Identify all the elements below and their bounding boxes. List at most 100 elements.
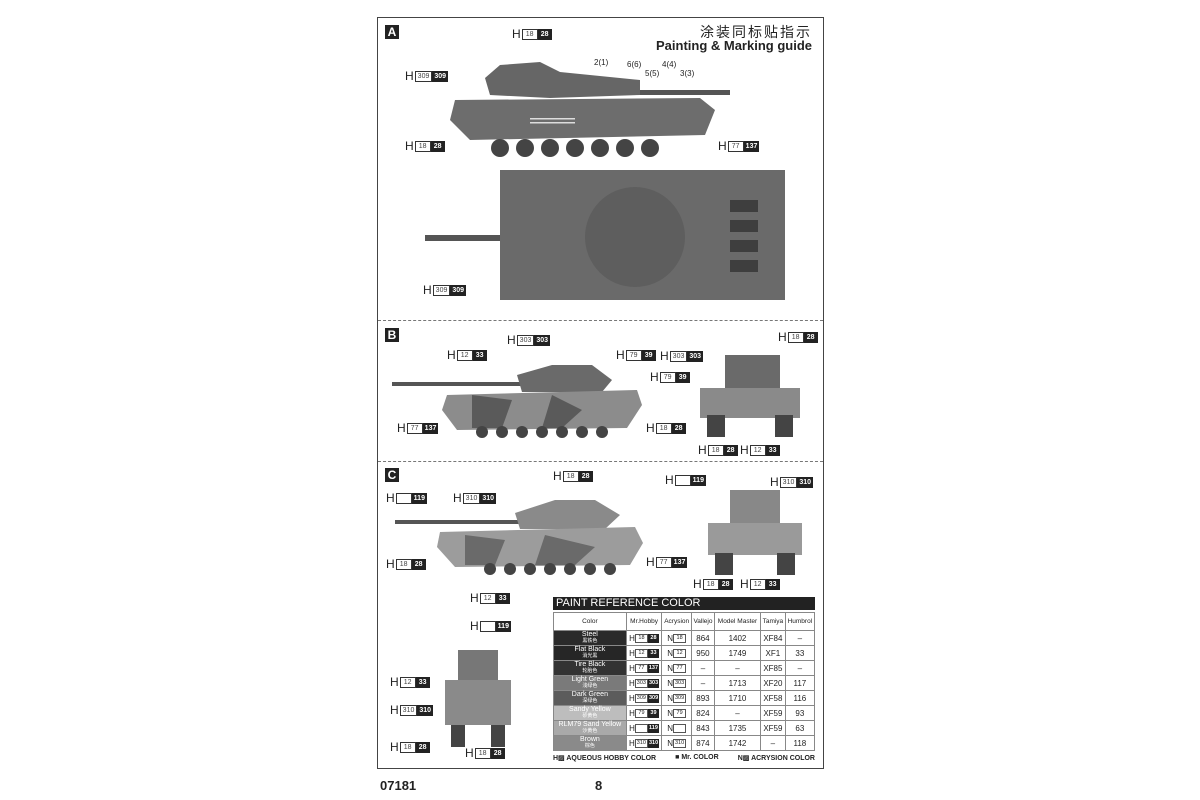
section-divider — [378, 461, 823, 462]
callout-mr-color-number: 119 — [690, 474, 706, 486]
legend-acrysion: ACRYSION COLOR — [751, 755, 815, 762]
callout-prefix: H — [390, 703, 399, 717]
callout-mr-color-number: 39 — [641, 349, 656, 361]
color-name: Light Green — [571, 676, 609, 683]
callout-mr-color-number: 33 — [495, 592, 510, 604]
acrysion-number: 12 — [673, 648, 687, 658]
callout-mr-color-number: 28 — [537, 28, 552, 40]
callout-aqueous-number: 18 — [702, 578, 719, 590]
callout-prefix: H — [397, 421, 406, 435]
callout-aqueous-number: 12 — [456, 349, 473, 361]
tamiya-cell: XF59 — [760, 705, 786, 721]
color-name: Flat Black — [574, 646, 606, 653]
callout-aqueous-number: 77 — [655, 556, 672, 568]
humbrol-cell: 116 — [784, 690, 816, 706]
callout-aqueous-number: 79 — [625, 349, 642, 361]
column-header: Model Master — [713, 612, 762, 631]
column-header: Acrysion — [661, 612, 693, 631]
instruction-page-frame — [377, 17, 824, 769]
legend-mr-symbol: ■ — [675, 754, 682, 761]
vallejo-cell: 864 — [691, 630, 715, 646]
callout-mr-color-number: 137 — [671, 556, 688, 568]
callout-prefix: H — [447, 348, 456, 362]
color-name-cn: 砂黄色 — [582, 713, 598, 719]
color-name: Tire Black — [574, 661, 606, 668]
model-master-cell: 1742 — [713, 735, 762, 751]
title-chinese: 涂装同标贴指示 — [700, 24, 812, 40]
color-name: Dark Green — [571, 691, 608, 698]
legend-aqueous: AQUEOUS HOBBY COLOR — [566, 755, 657, 762]
acrysion-number: 77 — [673, 663, 687, 673]
aqueous-number: 18 — [634, 633, 648, 643]
callout-prefix: H — [470, 619, 479, 633]
color-name-cn: 深绿色 — [582, 698, 598, 704]
callout-mr-color-number: 310 — [480, 492, 497, 504]
callout-mr-color-number: 119 — [495, 620, 511, 632]
callout-mr-color-number: 137 — [422, 422, 439, 434]
callout-aqueous-number — [479, 620, 496, 632]
paint-legend: H▨ AQUEOUS HOBBY COLOR ■ Mr. COLOR N▨ AC… — [553, 754, 815, 762]
section-label-c: C — [385, 468, 399, 482]
callout-prefix: H — [616, 348, 625, 362]
callout-aqueous-number: 310 — [462, 492, 481, 504]
aqueous-number: 303 — [634, 678, 648, 688]
mr-color-number: 33 — [647, 648, 659, 658]
color-name-cn: 棕色 — [584, 743, 595, 749]
callout-aqueous-number: 12 — [749, 578, 766, 590]
callout-prefix: H — [740, 443, 749, 457]
mr-color-number: 303 — [647, 678, 660, 688]
callout-aqueous-number: 309 — [432, 284, 451, 296]
acrysion-number: 79 — [673, 708, 687, 718]
model-master-cell: 1713 — [713, 675, 762, 691]
color-name: Brown — [579, 736, 600, 743]
vallejo-cell: 893 — [691, 690, 715, 706]
model-master-cell: 1402 — [713, 630, 762, 646]
legend-n-symbol: N▨ — [737, 755, 752, 762]
vallejo-cell: 824 — [691, 705, 715, 721]
callout-aqueous-number: 18 — [414, 140, 431, 152]
callout-mr-color-number: 33 — [472, 349, 487, 361]
title-english: Painting & Marking guide — [655, 38, 812, 53]
tamiya-cell: XF58 — [760, 690, 786, 706]
tank-side-view-b — [392, 365, 642, 438]
callout-prefix: H — [405, 69, 414, 83]
callout-mr-color-number: 119 — [411, 492, 427, 504]
column-header: Tamiya — [760, 612, 786, 631]
acrysion-number: 310 — [672, 738, 687, 748]
acrysion-number: 18 — [673, 633, 687, 643]
section-label-b: B — [385, 328, 399, 342]
callout-prefix: H — [650, 370, 659, 384]
callout-prefix: H — [646, 555, 655, 569]
callout-prefix: H — [390, 740, 399, 754]
callout-aqueous-number: 12 — [479, 592, 496, 604]
callout-mr-color-number: 309 — [450, 284, 467, 296]
callout-mr-color-number: 28 — [803, 331, 818, 343]
tamiya-cell: XF85 — [760, 660, 786, 676]
callout-prefix: H — [646, 421, 655, 435]
model-master-cell: 1735 — [713, 720, 762, 736]
callout-aqueous-number: 79 — [659, 371, 676, 383]
color-name: Sandy Yellow — [569, 706, 611, 713]
callout-prefix: H — [453, 491, 462, 505]
